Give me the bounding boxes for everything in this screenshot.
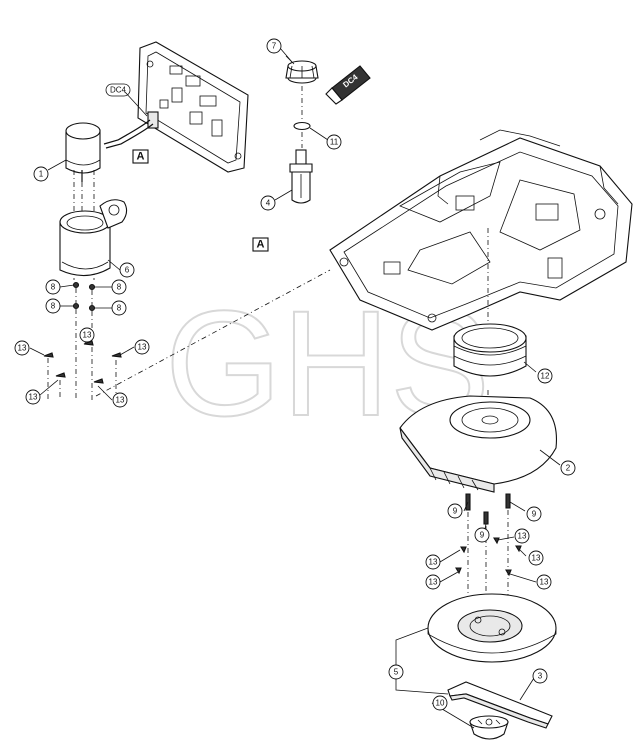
- callout-13b: 13: [79, 327, 95, 343]
- blade: [447, 681, 553, 729]
- height-adjust-shaft: [289, 149, 313, 204]
- callout-9b: 9: [474, 527, 490, 543]
- svg-text:A: A: [137, 151, 145, 163]
- svg-text:13: 13: [429, 578, 438, 587]
- callout-10: 10: [432, 695, 448, 711]
- callout-12: 12: [537, 368, 553, 384]
- callout-13d: 13: [25, 389, 41, 405]
- svg-text:13: 13: [83, 331, 92, 340]
- svg-text:10: 10: [436, 699, 445, 708]
- callout-8c: 8: [45, 298, 61, 314]
- callout-1: 1: [33, 166, 49, 182]
- svg-text:13: 13: [138, 343, 147, 352]
- callout-8b: 8: [111, 279, 127, 295]
- callout-13c: 13: [134, 339, 150, 355]
- grease-tube: DC4: [325, 65, 371, 105]
- callout-7: 7: [266, 38, 282, 54]
- svg-text:13: 13: [518, 532, 527, 541]
- svg-text:9: 9: [453, 507, 458, 516]
- callout-13g: 13: [514, 528, 530, 544]
- svg-text:13: 13: [18, 344, 27, 353]
- callout-9c: 9: [526, 506, 542, 522]
- callout-13j: 13: [536, 574, 552, 590]
- svg-text:13: 13: [532, 554, 541, 563]
- motor: [65, 122, 101, 280]
- svg-text:13: 13: [29, 393, 38, 402]
- svg-text:1: 1: [39, 170, 44, 179]
- svg-text:6: 6: [125, 266, 130, 275]
- callout-13h: 13: [528, 550, 544, 566]
- screw-set-13-right: [455, 537, 522, 577]
- screw-set-left: [43, 281, 122, 400]
- dc4-label: DC4: [110, 86, 127, 95]
- svg-text:9: 9: [480, 531, 485, 540]
- callout-8d: 8: [111, 300, 127, 316]
- svg-text:2: 2: [566, 464, 571, 473]
- mower-chassis: [329, 129, 633, 331]
- screw-set-9: [465, 493, 511, 600]
- callout-8a: 8: [45, 279, 61, 295]
- svg-text:13: 13: [540, 578, 549, 587]
- svg-text:11: 11: [330, 138, 339, 147]
- knob-cap: [285, 55, 319, 84]
- svg-text:12: 12: [541, 372, 550, 381]
- svg-text:8: 8: [51, 302, 56, 311]
- callout-13i: 13: [425, 574, 441, 590]
- cutting-disc: [427, 593, 557, 663]
- callout-2: 2: [560, 460, 576, 476]
- svg-text:3: 3: [538, 672, 543, 681]
- ref-a-box-1: [132, 149, 149, 164]
- callout-13a: 13: [14, 340, 30, 356]
- svg-text:13: 13: [429, 558, 438, 567]
- circuit-board: [137, 41, 249, 173]
- svg-text:8: 8: [117, 283, 122, 292]
- svg-text:A: A: [257, 239, 265, 251]
- svg-text:8: 8: [51, 283, 56, 292]
- callout-13e: 13: [112, 392, 128, 408]
- blade-hub: [469, 715, 509, 740]
- callout-6: 6: [119, 262, 135, 278]
- ref-a-box-2: [252, 237, 269, 252]
- callout-5: 5: [388, 664, 404, 680]
- o-ring: [293, 121, 311, 131]
- motor-wire: [103, 119, 151, 145]
- callout-13f: 13: [425, 554, 441, 570]
- callout-9a: 9: [447, 503, 463, 519]
- body-deck: [399, 395, 558, 493]
- svg-text:4: 4: [266, 199, 271, 208]
- svg-text:13: 13: [116, 396, 125, 405]
- svg-text:9: 9: [532, 510, 537, 519]
- callout-4: 4: [260, 195, 276, 211]
- height-ring: [453, 323, 527, 377]
- callout-11: 11: [326, 134, 342, 150]
- callout-3: 3: [532, 668, 548, 684]
- motor-housing: [59, 199, 128, 277]
- svg-text:7: 7: [272, 42, 277, 51]
- svg-text:5: 5: [394, 668, 399, 677]
- svg-text:8: 8: [117, 304, 122, 313]
